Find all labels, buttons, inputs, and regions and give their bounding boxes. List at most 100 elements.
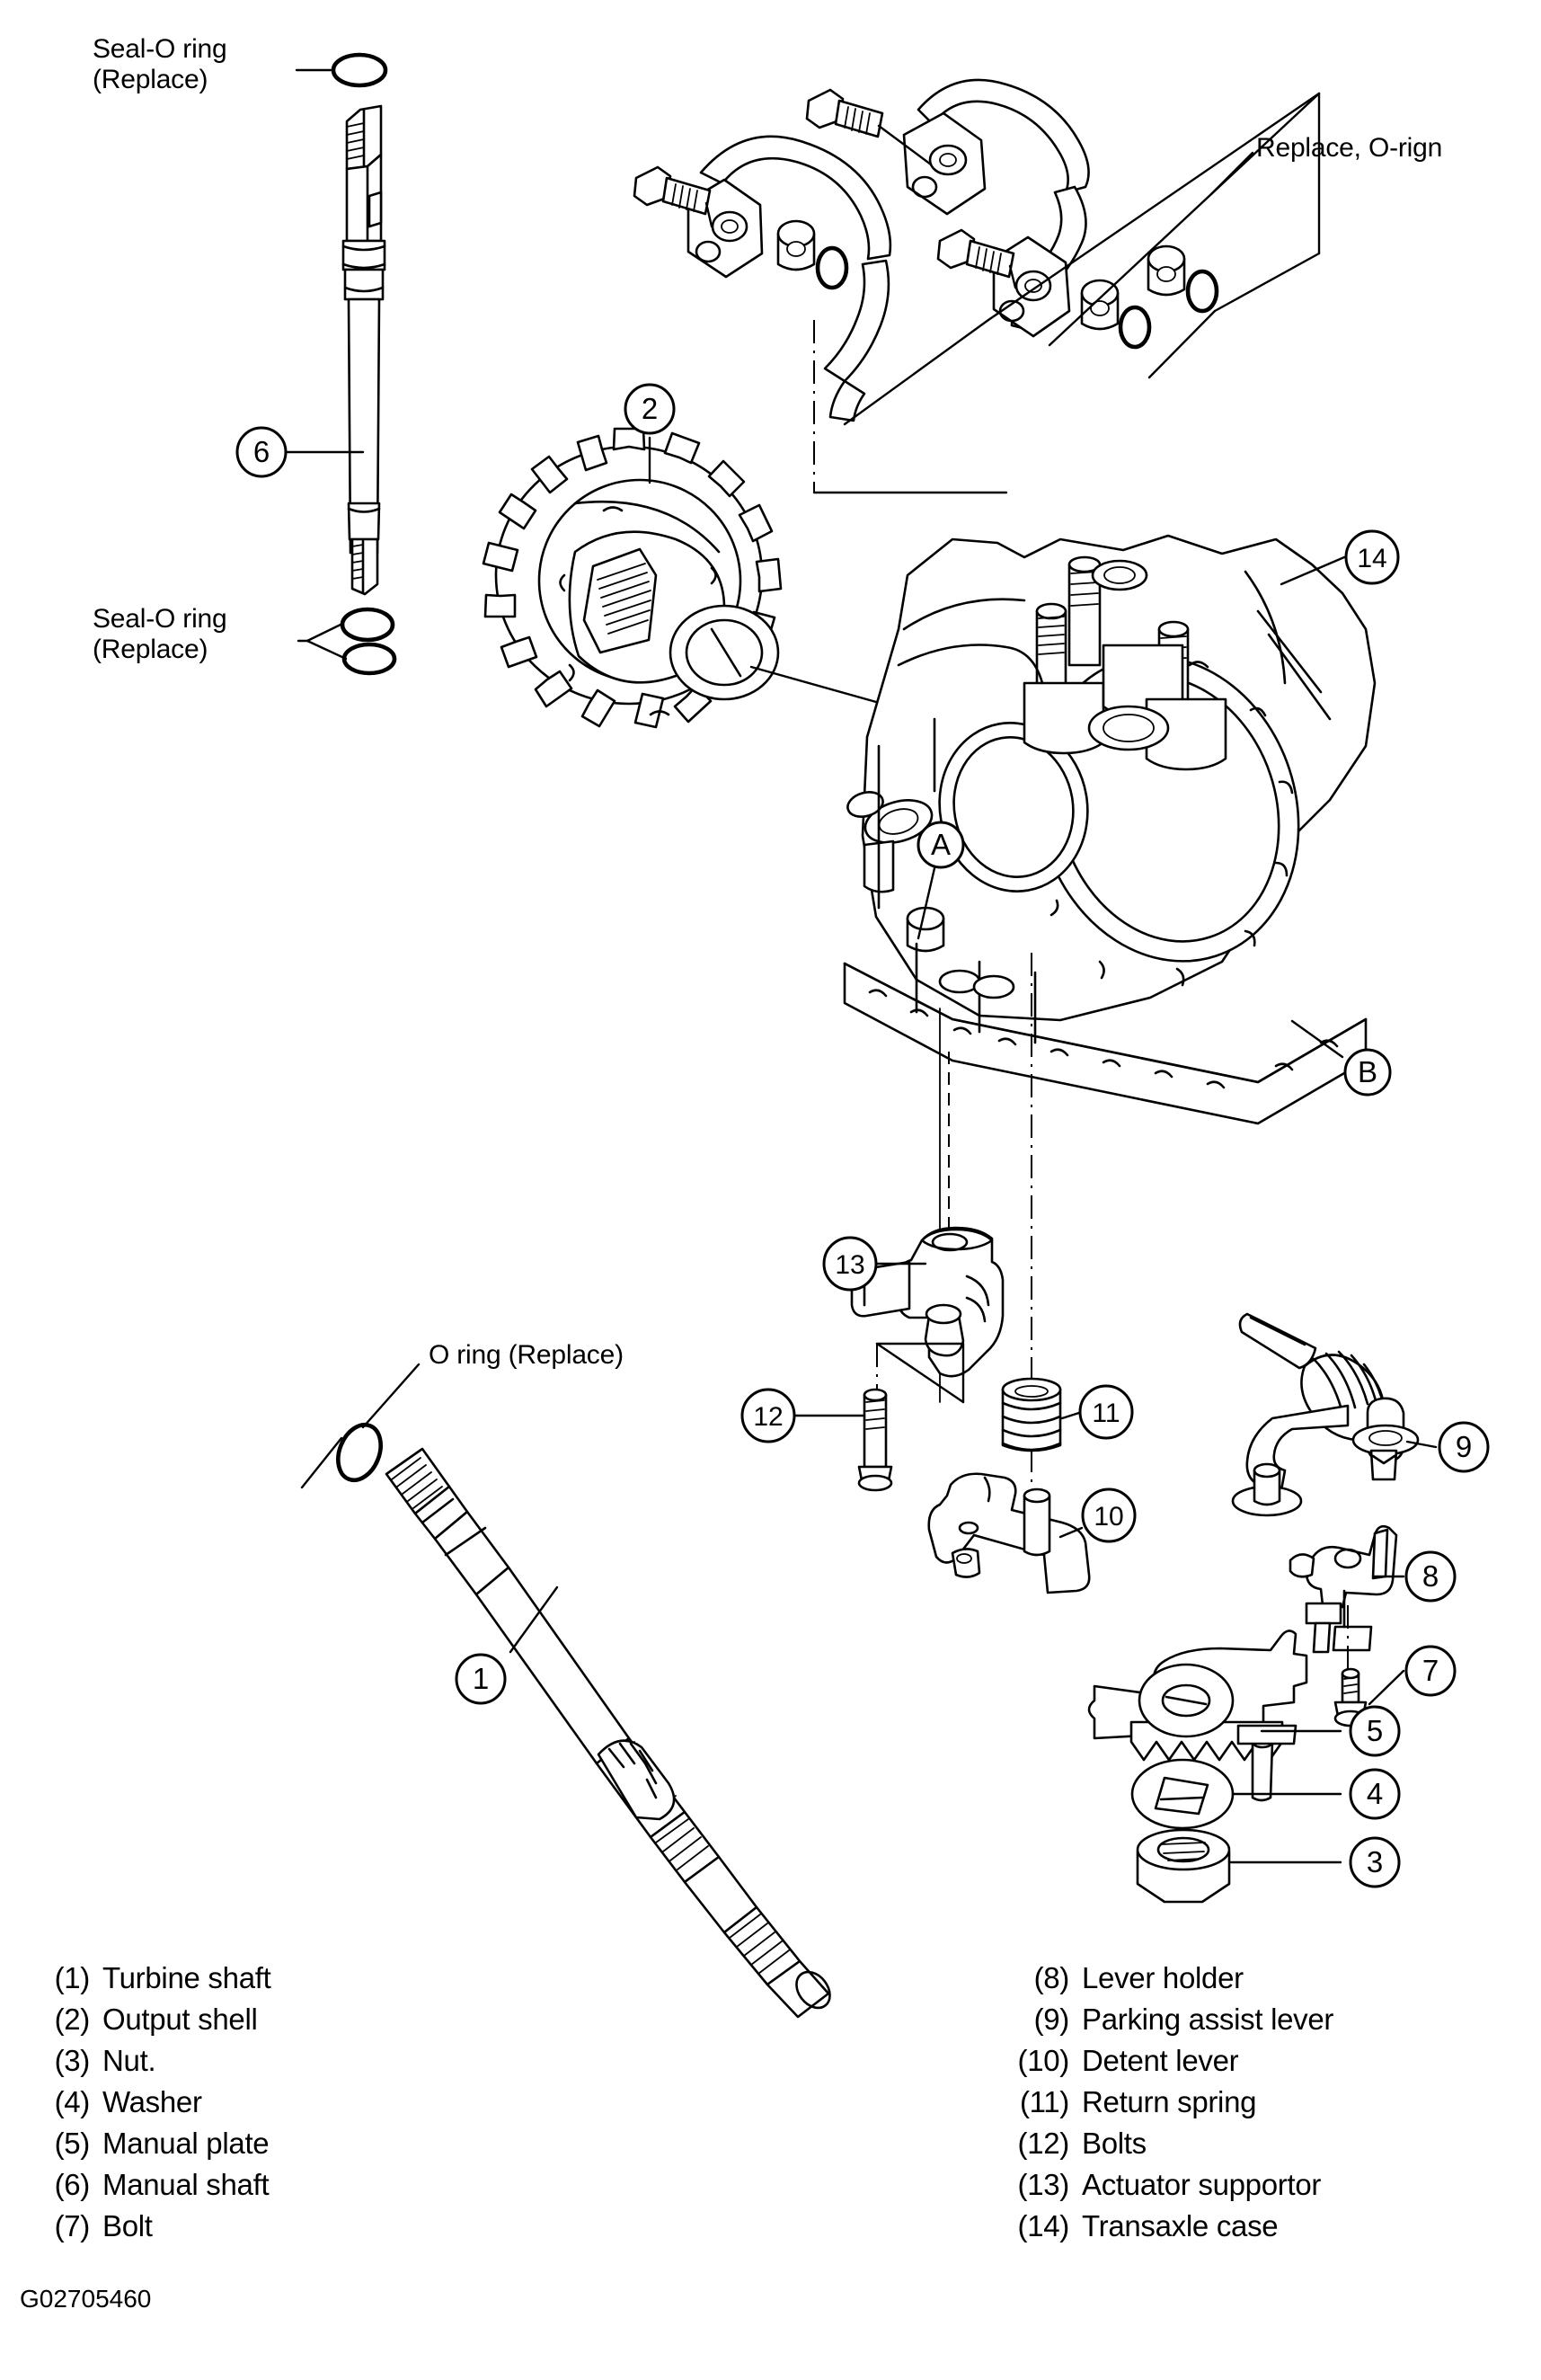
callout-bubble: [1349, 1836, 1401, 1888]
pipe-sleeve-lower-right: [1080, 279, 1120, 331]
callout-bubble: [1404, 1645, 1457, 1697]
callout-bubble: [1438, 1421, 1490, 1473]
callout-1: 1: [455, 1653, 507, 1705]
section-mark-B: B: [1343, 1048, 1392, 1097]
callout-number: 8: [1422, 1559, 1439, 1593]
legend-item-number: (8): [1033, 1961, 1070, 1994]
legend-item: (10)Detent lever: [999, 2044, 1333, 2085]
oil-pipe-assembly: [633, 78, 1321, 494]
turbine-shaft-part: [300, 1363, 831, 2019]
pipe-sleeve-upper-right: [1147, 244, 1186, 297]
legend-item-number: (7): [54, 2209, 91, 2242]
callout-bubble: [740, 1388, 796, 1443]
legend-column-right: (8)Lever holder(9) Parking assist lever (1…: [999, 1961, 1334, 2251]
callout-number: 11: [1092, 1399, 1120, 1428]
callout-bubble: [822, 1236, 878, 1292]
callout-6: 6: [235, 426, 288, 478]
legend-item-number: (9): [1033, 2003, 1070, 2036]
lever-holder-part: [1289, 1524, 1405, 1674]
callout-bubble: [455, 1653, 507, 1705]
legend-item: (7) Bolt: [20, 2209, 270, 2251]
parking-assist-lever-part: [1231, 1312, 1438, 1517]
legend-item-label: Output shell: [102, 2003, 258, 2036]
callout-number: 1: [473, 1662, 489, 1695]
legend-item-label: Actuator supportor: [1082, 2168, 1322, 2201]
pipe-bolt-left: [633, 165, 713, 228]
section-mark-bubble: [1343, 1048, 1392, 1097]
callout-number: 12: [753, 1402, 783, 1432]
legend-item: (6)Manual shaft: [20, 2168, 270, 2209]
nut-part: [1136, 1828, 1342, 1904]
figure-id: G02705460: [20, 2285, 152, 2313]
legend-item-label: Detent lever: [1082, 2044, 1239, 2077]
legend-item-label: Transaxle case: [1082, 2209, 1279, 2242]
annotation-seal_o_ring_bottom: Seal-O ring (Replace): [93, 604, 227, 664]
legend-item-number: (6): [54, 2168, 91, 2201]
annotation-replace_o_ring: Replace, O-rign: [1256, 133, 1443, 163]
parts-legend: (1) Turbine shaft (2) Output shell (3) Nut. (4…: [0, 1961, 1541, 2321]
legend-item: (1) Turbine shaft: [20, 1961, 271, 2003]
callout-9: 9: [1438, 1421, 1490, 1473]
pipe-sleeve-left: [776, 219, 816, 271]
legend-item: (9) Parking assist lever: [999, 2003, 1334, 2044]
legend-item: (8)Lever holder: [999, 1961, 1333, 2003]
callout-number: 7: [1422, 1654, 1439, 1687]
callout-2: 2: [624, 383, 676, 435]
legend-item-label: Bolts: [1082, 2127, 1147, 2160]
legend-item: (13) Actuator supportor: [999, 2168, 1333, 2209]
legend-item: (2) Output shell: [20, 2003, 270, 2044]
legend-item-label: Nut.: [102, 2044, 156, 2077]
legend-item-number: (2): [54, 2003, 91, 2036]
legend-item-label: Manual plate: [102, 2127, 270, 2160]
actuator-supportor-part: [850, 1226, 1005, 1404]
legend-item: (5)Manual plate: [20, 2127, 270, 2168]
return-spring-part: [1001, 1377, 1084, 1528]
section-mark-layer: AB: [917, 821, 1392, 1097]
callout-number: 13: [835, 1250, 864, 1280]
legend-item: (3) Nut.: [20, 2044, 270, 2085]
legend-item-number: (3): [54, 2044, 91, 2077]
legend-column-left: (1) Turbine shaft (2) Output shell (3) Nut. (4…: [20, 1961, 271, 2251]
callout-bubble: [1078, 1384, 1134, 1440]
annotation-seal_o_ring_top: Seal-O ring (Replace): [93, 34, 227, 94]
legend-item-number: (4): [54, 2085, 91, 2118]
legend-item-label: Return spring: [1082, 2085, 1257, 2118]
legend-item-number: (14): [1017, 2209, 1070, 2242]
washer-part: [1130, 1758, 1342, 1830]
callout-14: 14: [1344, 529, 1400, 585]
section-mark-A: A: [917, 821, 965, 869]
callout-bubble: [1344, 529, 1400, 585]
callout-bubble: [1081, 1488, 1137, 1543]
manual-shaft-part: [285, 52, 397, 676]
callout-number: 4: [1367, 1777, 1383, 1810]
legend-item-label: Washer: [102, 2085, 202, 2118]
callout-8: 8: [1404, 1550, 1457, 1603]
legend-item-number: (1): [54, 1961, 91, 1994]
callout-bubble: [1404, 1550, 1457, 1603]
callout-number: 10: [1094, 1502, 1123, 1532]
manual-plate-part: [1087, 1630, 1342, 1802]
callout-7: 7: [1404, 1645, 1457, 1697]
legend-item-label: Turbine shaft: [102, 1961, 271, 1994]
callout-10: 10: [1081, 1488, 1137, 1543]
section-mark-letter: B: [1358, 1055, 1377, 1088]
callout-11: 11: [1078, 1384, 1134, 1440]
transaxle-case-part: [843, 534, 1377, 1403]
legend-item: (4) Washer: [20, 2085, 270, 2127]
output-shell-part: [482, 427, 900, 729]
legend-item-number: (12): [1017, 2127, 1070, 2160]
legend-item: (11) Return spring: [999, 2085, 1333, 2127]
callout-number: 5: [1367, 1714, 1383, 1747]
legend-item-number: (11): [1019, 2085, 1069, 2118]
legend-item-label: Parking assist lever: [1082, 2003, 1334, 2036]
pipe-bolt-lower-right: [936, 228, 1017, 289]
callout-13: 13: [822, 1236, 878, 1292]
section-mark-letter: A: [931, 828, 951, 861]
bolt-12-part: [793, 1388, 893, 1492]
legend-item-number: (13): [1017, 2168, 1070, 2201]
legend-item-label: Bolt: [102, 2209, 153, 2242]
callout-12: 12: [740, 1388, 796, 1443]
callout-number: 14: [1357, 544, 1386, 573]
